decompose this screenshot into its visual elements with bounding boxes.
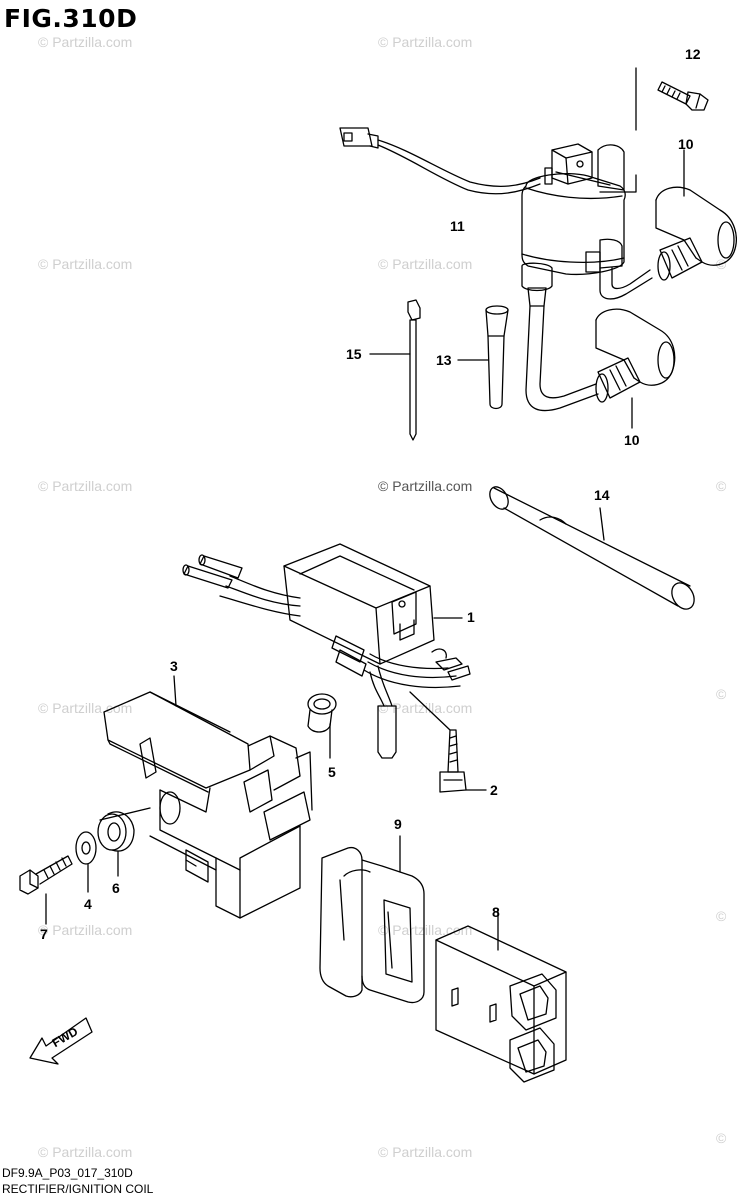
footer-name: RECTIFIER/IGNITION COIL	[2, 1182, 154, 1196]
callout-2: 2	[490, 782, 498, 798]
watermark-mark: ©	[716, 478, 727, 494]
watermark: © Partzilla.com	[38, 478, 133, 494]
part-10-plug-cap-upper	[655, 186, 737, 281]
watermark: © Partzilla.com	[378, 478, 473, 494]
callout-12: 12	[685, 46, 701, 62]
watermark-mark: ©	[716, 908, 727, 924]
watermark: © Partzilla.com	[38, 256, 133, 272]
part-9-cover	[319, 846, 425, 1004]
part-10-plug-cap-lower	[595, 308, 676, 403]
part-15-cable-tie	[407, 299, 421, 441]
watermark: © Partzilla.com	[378, 256, 473, 272]
part-8-cdi-unit	[435, 925, 567, 1083]
callout-8: 8	[492, 904, 500, 920]
part-3-bracket	[103, 691, 313, 919]
watermark: © Partzilla.com	[378, 1144, 473, 1160]
callout-14: 14	[594, 487, 610, 503]
watermark: © Partzilla.com	[38, 34, 133, 50]
fwd-arrow: FWD	[29, 1017, 93, 1065]
callout-10-lower: 10	[624, 432, 640, 448]
watermark: © Partzilla.com	[378, 34, 473, 50]
part-2-bolt	[439, 729, 467, 793]
callout-1: 1	[467, 609, 475, 625]
part-14-tube	[489, 486, 695, 610]
footer-code: DF9.9A_P03_017_310D	[2, 1166, 133, 1180]
part-11-ignition-coil	[339, 127, 653, 412]
callout-7: 7	[40, 926, 48, 942]
callout-6: 6	[112, 880, 120, 896]
part-1-rectifier	[182, 543, 471, 759]
callout-5: 5	[328, 764, 336, 780]
callout-9: 9	[394, 816, 402, 832]
callout-11: 11	[450, 218, 465, 234]
watermark: © Partzilla.com	[378, 700, 473, 716]
figure-title: FIG.310D	[4, 4, 138, 33]
watermark: © Partzilla.com	[38, 1144, 133, 1160]
watermark-mark: ©	[716, 686, 727, 702]
callout-3: 3	[170, 658, 178, 674]
part-7-bolt	[19, 855, 73, 895]
watermark-mark: ©	[716, 1130, 727, 1146]
part-12-bolt	[657, 81, 709, 111]
callout-13: 13	[436, 352, 452, 368]
callout-10-upper: 10	[678, 136, 694, 152]
part-13-tube	[485, 305, 509, 410]
watermark: © Partzilla.com	[38, 700, 133, 716]
callout-4: 4	[84, 896, 92, 912]
part-5-collar	[307, 693, 337, 733]
part-6-grommet	[97, 811, 135, 852]
callout-15: 15	[346, 346, 362, 362]
watermark: © Partzilla.com	[38, 922, 133, 938]
part-4-washer	[75, 831, 97, 865]
